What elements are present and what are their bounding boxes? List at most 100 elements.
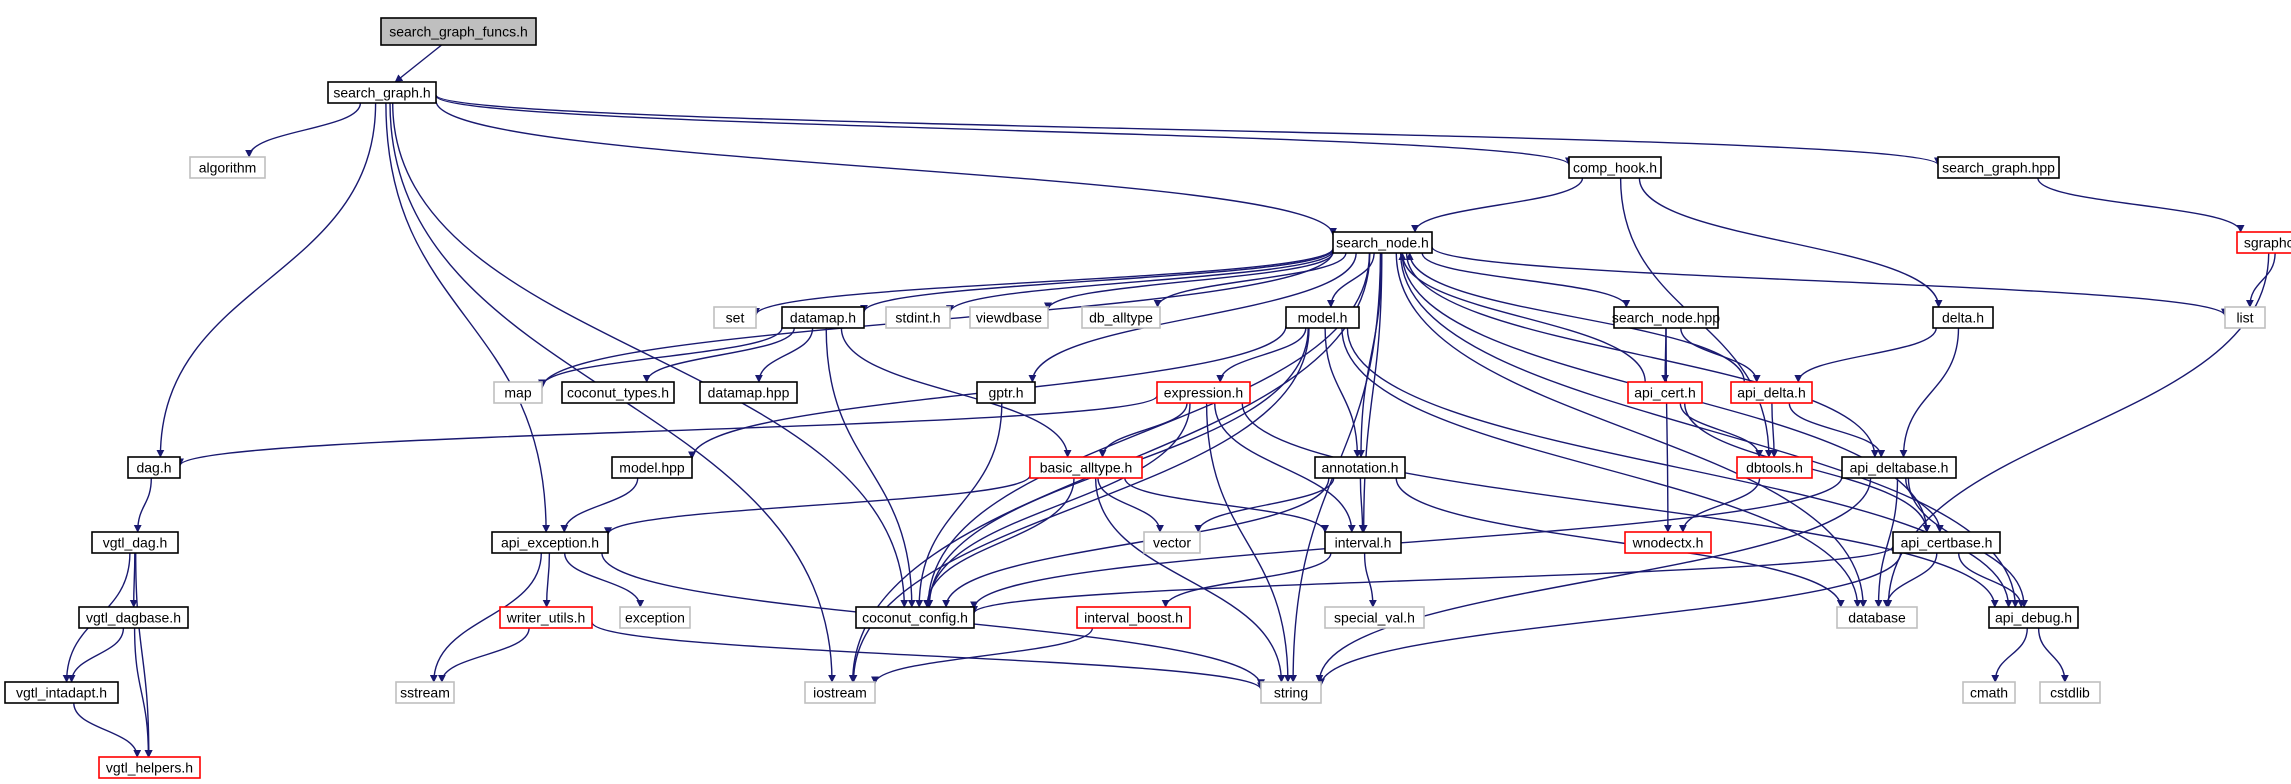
node-box-api_deltabase_h: [1841, 456, 1957, 479]
node-api_cert_h[interactable]: api_cert.h: [1627, 381, 1703, 404]
node-search_node_hpp[interactable]: search_node.hpp: [1612, 306, 1720, 329]
node-search_graph_h[interactable]: search_graph.h: [327, 81, 437, 104]
node-box-model_h: [1285, 306, 1360, 329]
node-label-comp_hook_h: comp_hook.h: [1573, 160, 1657, 176]
node-label-map: map: [504, 385, 531, 401]
edge-interval_boost_h-to-iostream: [871, 627, 1094, 685]
node-sstream: sstream: [395, 681, 455, 704]
node-vgtl_dag_h[interactable]: vgtl_dag.h: [91, 531, 179, 554]
node-label-dag_h: dag.h: [136, 460, 171, 476]
node-coconut_types_h[interactable]: coconut_types.h: [561, 381, 675, 404]
node-api_exception_h[interactable]: api_exception.h: [491, 531, 609, 554]
node-wnodectx_h[interactable]: wnodectx.h: [1624, 531, 1712, 554]
node-box-coconut_types_h: [561, 381, 675, 404]
edge-api_certbase_h-to-database: [1882, 552, 1938, 608]
node-gptr_h[interactable]: gptr.h: [976, 381, 1036, 404]
node-basic_alltype_h[interactable]: basic_alltype.h: [1029, 456, 1143, 479]
node-label-algorithm: algorithm: [199, 160, 257, 176]
edge-vgtl_dagbase_h-to-vgtl_helpers_h: [133, 627, 153, 758]
node-datamap_hpp[interactable]: datamap.hpp: [699, 381, 798, 404]
edge-gptr_h-to-coconut_config_h: [915, 402, 1003, 608]
node-datamap_h[interactable]: datamap.h: [781, 306, 865, 329]
node-api_certbase_h[interactable]: api_certbase.h: [1892, 531, 2001, 554]
node-api_delta_h[interactable]: api_delta.h: [1730, 381, 1813, 404]
node-map: map: [493, 381, 543, 404]
node-box-dbtools_h: [1736, 456, 1813, 479]
node-box-exception: [619, 606, 691, 629]
node-stdint_h: stdint.h: [885, 306, 951, 329]
node-api_deltabase_h[interactable]: api_deltabase.h: [1841, 456, 1957, 479]
edge-annotation_h-to-vector: [1194, 477, 1335, 533]
node-label-string: string: [1274, 685, 1308, 701]
node-label-vector: vector: [1153, 535, 1191, 551]
edge-api_deltabase_h-to-coconut_config_h: [970, 476, 1843, 610]
node-box-datamap_h: [781, 306, 865, 329]
node-box-sgraphctx_h: [2236, 231, 2291, 254]
edge-interval_h-to-special_val_h: [1363, 552, 1377, 608]
node-box-delta_h: [1932, 306, 1994, 329]
node-api_debug_h[interactable]: api_debug.h: [1988, 606, 2079, 629]
edge-search_node_hpp-to-wnodectx_h: [1663, 327, 1672, 533]
node-box-writer_utils_h: [499, 606, 593, 629]
node-vgtl_intadapt_h[interactable]: vgtl_intadapt.h: [4, 681, 119, 704]
node-box-dag_h: [127, 456, 181, 479]
node-dbtools_h[interactable]: dbtools.h: [1736, 456, 1813, 479]
node-label-coconut_types_h: coconut_types.h: [567, 385, 669, 401]
node-cmath: cmath: [1962, 681, 2016, 704]
edge-search_node_h-to-db_alltype: [1153, 252, 1347, 308]
node-search_graph_hpp[interactable]: search_graph.hpp: [1937, 156, 2060, 179]
node-interval_h[interactable]: interval.h: [1324, 531, 1402, 554]
edge-model_hpp-to-api_exception_h: [560, 477, 639, 533]
edge-search_graph_h-to-algorithm: [245, 102, 362, 158]
node-label-vgtl_dagbase_h: vgtl_dagbase.h: [86, 610, 181, 626]
edge-comp_hook_h-to-search_node_h: [1411, 177, 1584, 233]
node-dag_h[interactable]: dag.h: [127, 456, 181, 479]
edge-api_cert_h-to-dbtools_h: [1679, 402, 1764, 458]
node-vector: vector: [1143, 531, 1201, 554]
node-box-datamap_hpp: [699, 381, 798, 404]
node-model_h[interactable]: model.h: [1285, 306, 1360, 329]
node-expression_h[interactable]: expression.h: [1156, 381, 1251, 404]
node-box-api_debug_h: [1988, 606, 2079, 629]
edge-writer_utils_h-to-sstream: [437, 627, 530, 683]
node-label-gptr_h: gptr.h: [988, 385, 1023, 401]
node-box-vgtl_helpers_h: [98, 756, 201, 779]
node-label-sgraphctx_h: sgraphctx.h: [2244, 235, 2291, 251]
node-search_node_h[interactable]: search_node.h: [1332, 231, 1433, 254]
node-label-db_alltype: db_alltype: [1089, 310, 1153, 326]
node-sgraphctx_h[interactable]: sgraphctx.h: [2236, 231, 2291, 254]
edge-api_delta_h-to-api_deltabase_h: [1788, 402, 1886, 458]
node-vgtl_helpers_h[interactable]: vgtl_helpers.h: [98, 756, 201, 779]
edge-api_certbase_h-to-string: [1317, 552, 1902, 687]
node-vgtl_dagbase_h[interactable]: vgtl_dagbase.h: [78, 606, 189, 629]
node-box-sstream: [395, 681, 455, 704]
edge-expression_h-to-coconut_config_h: [924, 402, 1191, 608]
node-delta_h[interactable]: delta.h: [1932, 306, 1994, 329]
node-string: string: [1260, 681, 1322, 704]
node-comp_hook_h[interactable]: comp_hook.h: [1568, 156, 1662, 179]
node-box-basic_alltype_h: [1029, 456, 1143, 479]
edge-delta_h-to-api_delta_h: [1794, 327, 1937, 383]
node-label-search_graph_h: search_graph.h: [333, 85, 430, 101]
node-label-api_certbase_h: api_certbase.h: [1901, 535, 1993, 551]
edge-dbtools_h-to-wnodectx_h: [1678, 477, 1761, 533]
node-box-vgtl_dagbase_h: [78, 606, 189, 629]
edge-vgtl_dagbase_h-to-vgtl_intadapt_h: [67, 627, 125, 683]
node-writer_utils_h[interactable]: writer_utils.h: [499, 606, 593, 629]
edge-writer_utils_h-to-string: [591, 621, 1265, 691]
edge-datamap_h-to-coconut_config_h: [825, 327, 916, 608]
node-label-iostream: iostream: [813, 685, 867, 701]
node-annotation_h[interactable]: annotation.h: [1314, 456, 1406, 479]
node-box-comp_hook_h: [1568, 156, 1662, 179]
edge-basic_alltype_h-to-coconut_config_h: [923, 477, 1075, 608]
edge-datamap_h-to-basic_alltype_h: [840, 327, 1072, 458]
node-search_graph_funcs_h[interactable]: search_graph_funcs.h: [380, 17, 537, 46]
node-model_hpp[interactable]: model.hpp: [611, 456, 693, 479]
node-database: database: [1836, 606, 1918, 629]
node-interval_boost_h[interactable]: interval_boost.h: [1076, 606, 1191, 629]
edge-expression_h-to-api_debug_h: [1241, 402, 1999, 608]
edge-expression_h-to-interval_h: [1214, 402, 1356, 533]
node-coconut_config_h[interactable]: coconut_config.h: [855, 606, 975, 629]
edge-expression_h-to-basic_alltype_h: [1098, 402, 1188, 458]
